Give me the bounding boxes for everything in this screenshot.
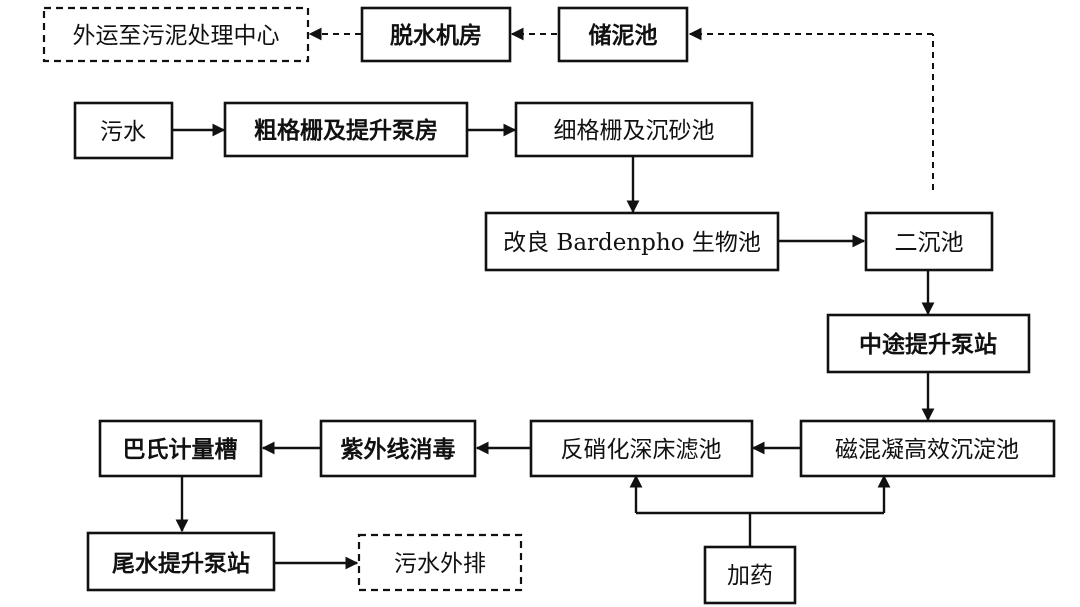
svg-text:中途提升泵站: 中途提升泵站	[859, 331, 997, 358]
node-denitrify-filter: 反硝化深床滤池	[531, 421, 752, 476]
svg-text:脱水机房: 脱水机房	[390, 22, 482, 49]
svg-text:细格栅及沉砂池: 细格栅及沉砂池	[554, 118, 715, 144]
node-magnetic-sedimentation: 磁混凝高效沉淀池	[801, 421, 1054, 476]
node-tail-pump: 尾水提升泵站	[88, 533, 274, 590]
node-discharge: 污水外排	[359, 535, 521, 590]
svg-text:外运至污泥处理中心: 外运至污泥处理中心	[73, 23, 280, 49]
svg-text:污水外排: 污水外排	[394, 551, 486, 577]
node-fine-screen: 细格栅及沉砂池	[516, 103, 752, 156]
svg-text:改良 Bardenpho 生物池: 改良 Bardenpho 生物池	[503, 230, 761, 256]
node-mid-pump: 中途提升泵站	[828, 315, 1029, 372]
svg-text:尾水提升泵站: 尾水提升泵站	[112, 550, 250, 577]
svg-text:污水: 污水	[100, 119, 146, 145]
node-sludge-tank: 储泥池	[559, 8, 687, 61]
node-uv: 紫外线消毒	[321, 421, 475, 476]
svg-text:磁混凝高效沉淀池: 磁混凝高效沉淀池	[835, 437, 1019, 463]
svg-text:加药: 加药	[727, 563, 773, 589]
node-dewater: 脱水机房	[362, 8, 510, 61]
node-outsource: 外运至污泥处理中心	[44, 8, 308, 61]
svg-text:储泥池: 储泥池	[589, 22, 658, 49]
node-parshall: 巴氏计量槽	[100, 421, 261, 476]
svg-text:巴氏计量槽: 巴氏计量槽	[123, 437, 238, 463]
node-bardenpho: 改良 Bardenpho 生物池	[486, 213, 778, 270]
svg-text:粗格栅及提升泵房: 粗格栅及提升泵房	[254, 117, 438, 144]
svg-text:反硝化深床滤池: 反硝化深床滤池	[561, 437, 722, 463]
node-dosing: 加药	[705, 547, 795, 603]
svg-text:紫外线消毒: 紫外线消毒	[341, 436, 456, 463]
node-sewage: 污水	[75, 103, 172, 158]
svg-text:二沉池: 二沉池	[895, 230, 964, 256]
node-coarse-screen: 粗格栅及提升泵房	[225, 103, 467, 156]
node-secondary-clarifier: 二沉池	[866, 213, 992, 270]
